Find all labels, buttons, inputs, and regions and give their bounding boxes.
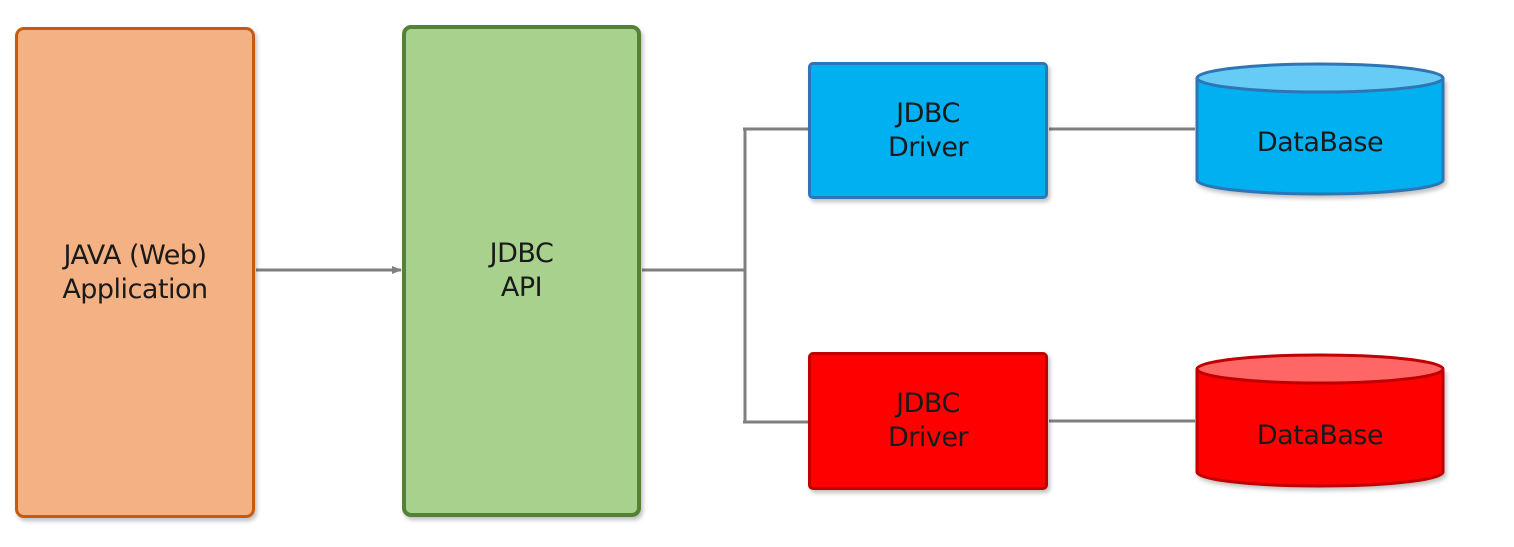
jdbc-driver-red-box: JDBC Driver (808, 352, 1048, 490)
jdbc-driver-blue-box: JDBC Driver (808, 62, 1048, 199)
app-label-line-2: Application (62, 273, 208, 305)
database-red-label: DataBase (1256, 420, 1384, 451)
app-label-line-1: JAVA (Web) (63, 239, 207, 271)
red-driver-label-line-2: Driver (887, 422, 969, 453)
red-driver-label-line-1: JDBC (896, 388, 960, 419)
database-blue-cylinder: DataBase (1195, 62, 1445, 196)
blue-driver-label-line-1: JDBC (896, 97, 960, 129)
java-web-application-box: JAVA (Web) Application (15, 27, 255, 518)
api-label-line-1: JDBC (489, 238, 554, 269)
jdbc-api-box: JDBC API (402, 25, 641, 517)
api-label-line-2: API (500, 272, 543, 303)
database-cylinder-icon (1195, 62, 1445, 196)
blue-driver-label-line-2: Driver (887, 131, 969, 163)
database-blue-label: DataBase (1256, 127, 1384, 158)
database-cylinder-icon (1195, 353, 1445, 488)
database-red-cylinder: DataBase (1195, 353, 1445, 488)
